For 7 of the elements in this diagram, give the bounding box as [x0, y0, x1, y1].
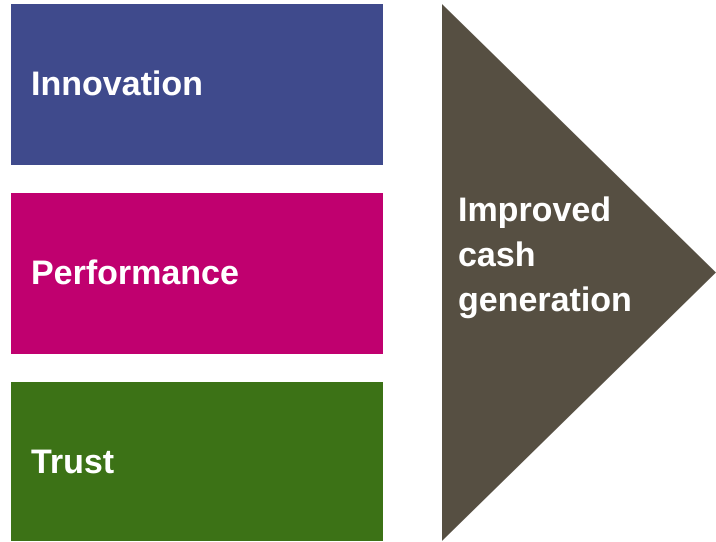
trust-box	[11, 382, 383, 541]
node-label: Trust	[31, 442, 116, 483]
performance-box	[11, 193, 383, 354]
node-label: Innovation	[31, 64, 204, 105]
innovation-box	[11, 4, 383, 165]
node-label: Performance	[31, 253, 240, 294]
node-label: Improved cash generation	[458, 190, 633, 321]
